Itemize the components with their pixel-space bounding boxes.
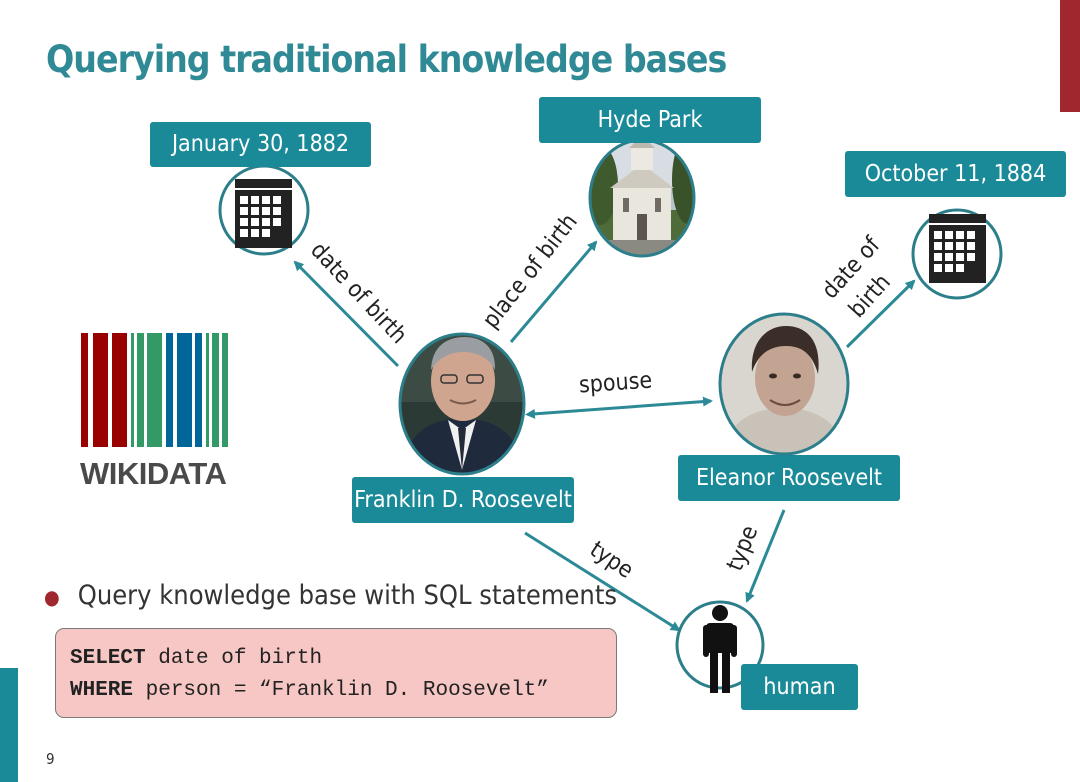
calendar-icon bbox=[913, 210, 1001, 298]
bullet-item: ● Query knowledge base with SQL statement… bbox=[44, 580, 617, 611]
edge-label-spouse: spouse bbox=[578, 369, 653, 397]
sql-line-2: WHERE person = “Franklin D. Roosevelt” bbox=[70, 679, 549, 702]
wikidata-logo bbox=[81, 333, 228, 447]
eleanor-portrait-photo bbox=[718, 312, 850, 460]
node-label-eleanor: Eleanor Roosevelt bbox=[678, 455, 900, 501]
node-label-fdr-birth-date: January 30, 1882 bbox=[150, 122, 371, 167]
sql-line-1: SELECT date of birth bbox=[70, 647, 322, 670]
node-label-fdr: Franklin D. Roosevelt bbox=[352, 477, 574, 523]
sql-line-2-rest: person = “Franklin D. Roosevelt” bbox=[133, 679, 549, 702]
node-label-hyde-park: Hyde Park bbox=[539, 97, 761, 143]
sql-keyword-where: WHERE bbox=[70, 679, 133, 702]
wikidata-wordmark: WIKIDATA bbox=[80, 456, 226, 492]
sql-code-box: SELECT date of birth WHERE person = “Fra… bbox=[55, 628, 617, 718]
hyde-park-church-photo bbox=[582, 136, 704, 260]
sql-keyword-select: SELECT bbox=[70, 647, 146, 670]
edge-spouse bbox=[533, 401, 711, 414]
bullet-text: Query knowledge base with SQL statements bbox=[78, 580, 617, 611]
calendar-icon bbox=[220, 166, 308, 254]
page-number: 9 bbox=[46, 750, 55, 768]
node-label-human: human bbox=[741, 664, 858, 710]
bullet-icon: ● bbox=[44, 585, 60, 609]
sql-line-1-rest: date of birth bbox=[146, 647, 322, 670]
fdr-portrait-photo bbox=[398, 332, 528, 480]
node-label-eleanor-birth-date: October 11, 1884 bbox=[845, 151, 1066, 197]
